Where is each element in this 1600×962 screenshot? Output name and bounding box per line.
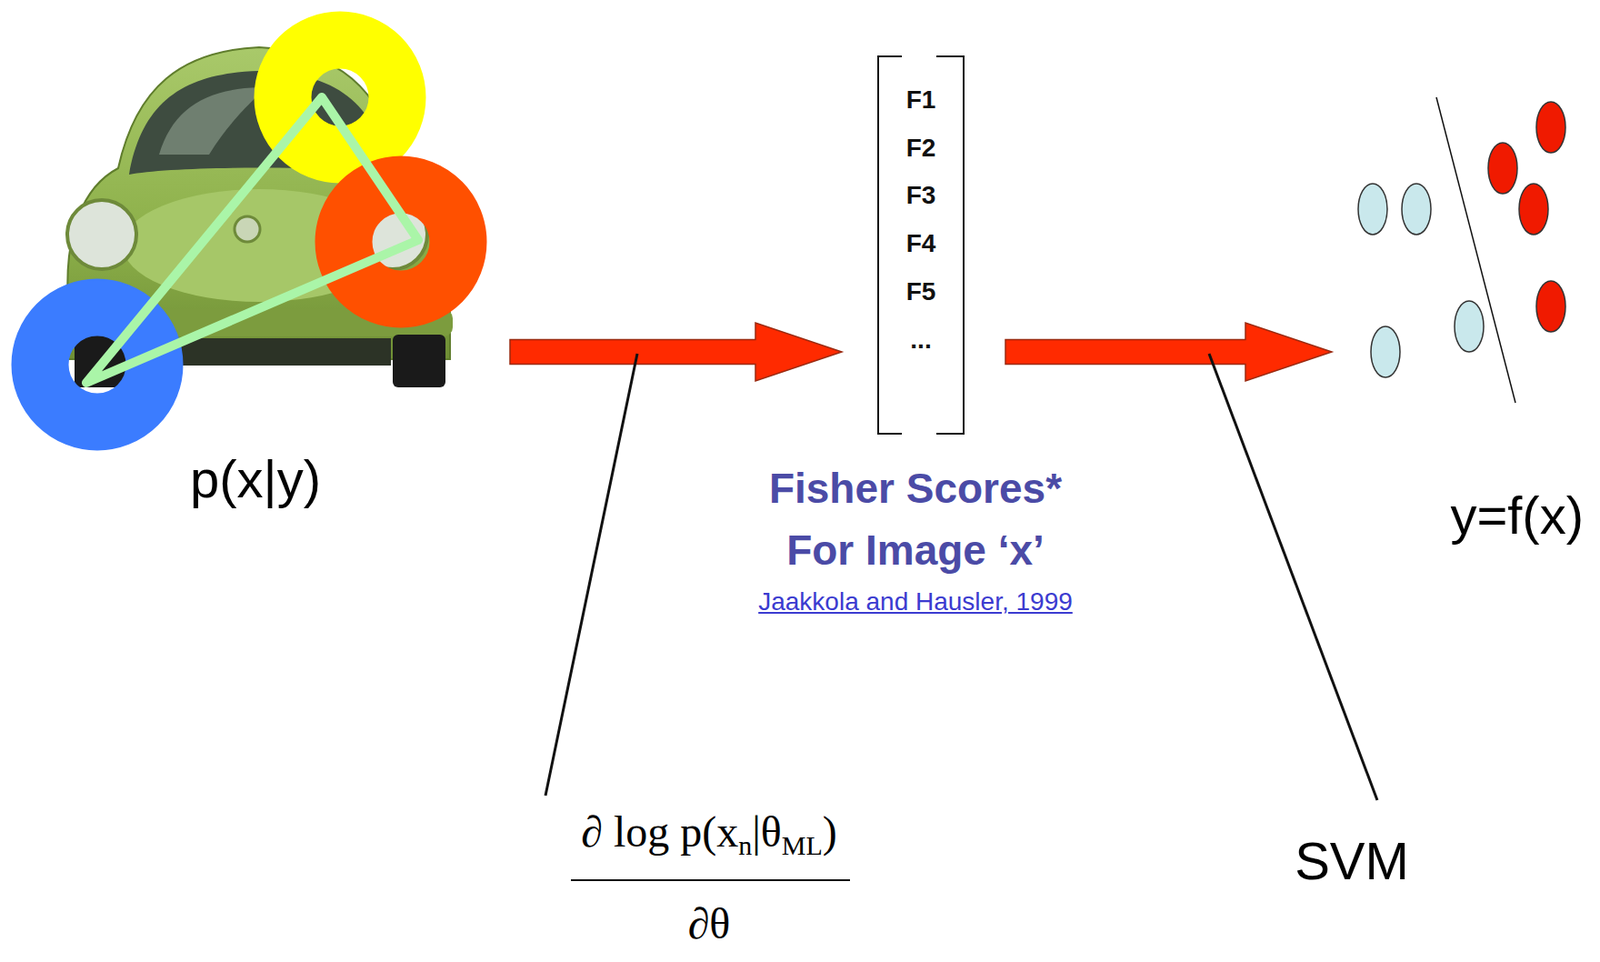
constellation-triangle	[86, 97, 419, 383]
classifier-caption: SVM	[1215, 829, 1489, 893]
class-point	[1536, 101, 1566, 153]
classifier-plot: y=f(x)	[1345, 90, 1584, 419]
flow-arrow	[1005, 322, 1332, 381]
feature-entry: F3	[877, 180, 965, 211]
formula-part: )	[822, 807, 838, 856]
formula-part: |θ	[751, 807, 782, 856]
feature-entry: F1	[877, 84, 965, 116]
class-point	[1358, 183, 1388, 235]
leader-line	[545, 353, 638, 796]
image-model: p(x|y)	[0, 0, 496, 519]
leader-line	[1209, 353, 1378, 800]
vector-heading: Fisher Scores* For Image ‘x’	[751, 457, 1080, 581]
car-logo	[234, 216, 260, 242]
class-point	[1536, 280, 1566, 332]
class-point	[1519, 183, 1549, 235]
flow-arrow	[510, 322, 842, 381]
class-point	[1454, 300, 1484, 352]
formula-subscript: n	[738, 830, 752, 860]
method-label: SVM	[1294, 830, 1410, 890]
formula-denominator: ∂θ	[527, 896, 891, 951]
formula-numerator: ∂ log p(xn|θML)	[527, 804, 891, 873]
feature-entry: F2	[877, 132, 965, 164]
feature-entry: F5	[877, 276, 965, 308]
formula-part: ∂θ	[688, 899, 731, 948]
vector-bracket	[936, 56, 964, 434]
car-headlight	[67, 200, 137, 270]
part-ring	[282, 40, 398, 155]
classifier-label: y=f(x)	[1345, 483, 1584, 548]
formula-subscript: ML	[781, 830, 823, 860]
feature-vector: F1F2F3F4F5...Fisher Scores* For Image ‘x…	[877, 56, 965, 434]
formula-part: ∂ log p(x	[580, 807, 739, 856]
class-point	[1401, 183, 1431, 235]
car-windshield-glare	[159, 87, 262, 155]
model-label: p(x|y)	[5, 447, 506, 511]
feature-entry: ...	[877, 324, 965, 356]
citation-link: Jaakkola and Hausler, 1999	[706, 583, 1125, 620]
car-tire	[392, 334, 446, 388]
class-point	[1370, 326, 1400, 378]
fraction-bar	[570, 879, 850, 881]
decision-boundary	[1436, 97, 1516, 403]
class-point	[1488, 142, 1518, 194]
part-ring	[343, 184, 459, 300]
vector-bracket	[878, 56, 902, 434]
feature-entry: F4	[877, 228, 965, 260]
